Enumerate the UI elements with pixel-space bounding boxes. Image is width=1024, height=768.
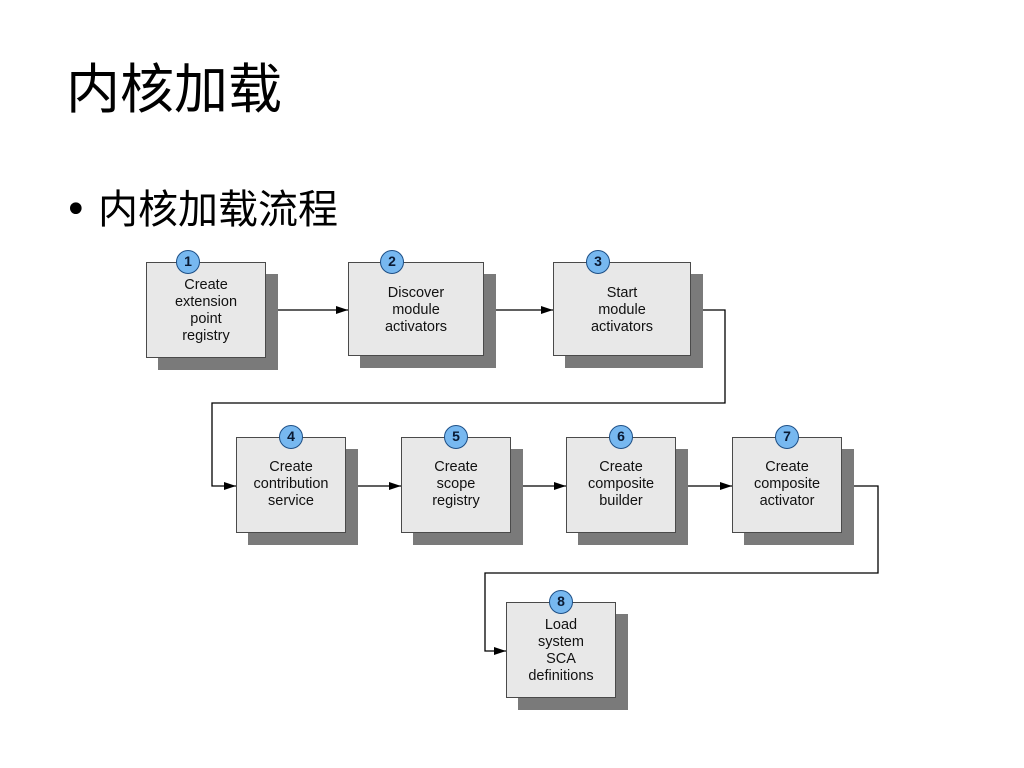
step-5-number-badge: 5 (444, 425, 468, 449)
step-1-box: Create extension point registry (146, 262, 266, 358)
step-4-label: Create contribution service (253, 459, 329, 509)
step-4-number-badge: 4 (279, 425, 303, 449)
step-2-number-badge: 2 (380, 250, 404, 274)
step-6-number-badge: 6 (609, 425, 633, 449)
step-1-label: Create extension point registry (174, 277, 238, 344)
step-8-box: Load system SCA definitions (506, 602, 616, 698)
step-8-number-badge: 8 (549, 590, 573, 614)
slide-title: 内核加载 (66, 58, 282, 121)
step-4-box: Create contribution service (236, 437, 346, 533)
step-7-box: Create composite activator (732, 437, 842, 533)
bullet-dot: • (64, 187, 88, 233)
step-2-box: Discover module activators (348, 262, 484, 356)
step-5-label: Create scope registry (432, 459, 480, 509)
arrow-3-to-4 (211, 309, 726, 490)
bullet-item: •内核加载流程 (64, 186, 338, 234)
step-3-box: Start module activators (553, 262, 691, 356)
step-6-label: Create composite builder (587, 459, 655, 509)
bullet-text: 内核加载流程 (98, 187, 338, 233)
step-8-label: Load system SCA definitions (528, 617, 594, 684)
step-7-number-badge: 7 (775, 425, 799, 449)
step-1-number-badge: 1 (176, 250, 200, 274)
step-3-number-badge: 3 (586, 250, 610, 274)
step-6-box: Create composite builder (566, 437, 676, 533)
step-3-label: Start module activators (590, 285, 654, 335)
step-2-label: Discover module activators (384, 285, 448, 335)
step-5-box: Create scope registry (401, 437, 511, 533)
step-7-label: Create composite activator (753, 459, 821, 509)
arrow-7-to-8 (484, 485, 879, 655)
